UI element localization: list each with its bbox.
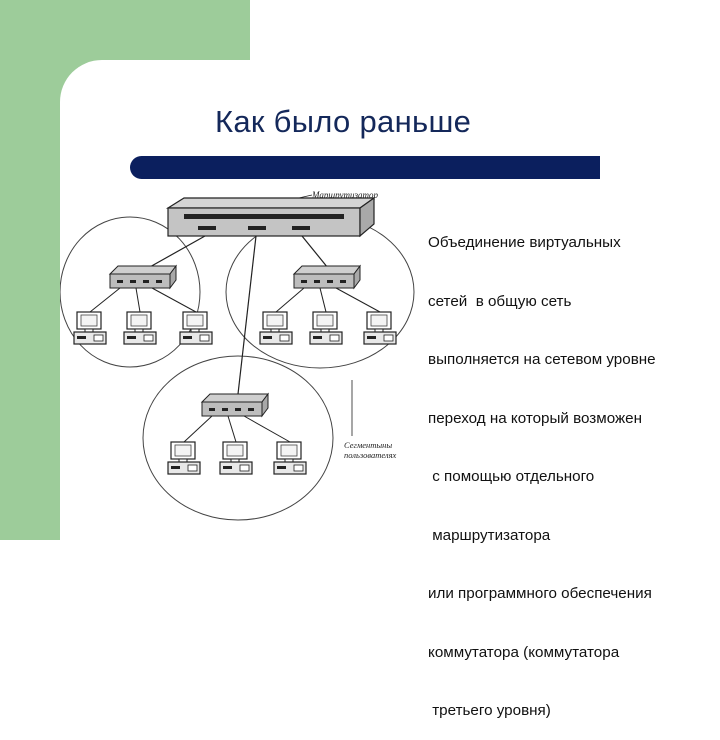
slide-body-text: Объединение виртуальных сетей в общую се… — [428, 194, 720, 740]
network-diagram: Маршрутизатор Сегментыны пользователях — [60, 190, 415, 521]
computer-icon — [179, 311, 213, 345]
router-icon — [165, 196, 376, 238]
body-line: маршрутизатора — [428, 526, 551, 544]
body-line: Объединение виртуальных — [428, 234, 621, 251]
segments-label-line1: Сегментыны — [344, 440, 392, 450]
body-line: переход на который возможен — [428, 409, 642, 427]
slide-title: Как было раньше — [215, 104, 472, 139]
body-line: третьего уровня) — [428, 702, 551, 719]
switch-icon — [201, 393, 269, 417]
body-line: коммутатора (коммутатора — [428, 643, 620, 661]
switch-icon — [293, 265, 361, 289]
segment-ellipse-right — [225, 215, 415, 369]
body-line: сетей в общую сеть — [428, 292, 572, 310]
title-underline-bar — [130, 156, 600, 179]
segment-ellipse-left — [60, 216, 201, 368]
content-panel — [60, 60, 720, 540]
body-line: или программного обеспечения — [428, 585, 652, 602]
computer-icon — [259, 311, 293, 345]
switch-icon — [109, 265, 177, 289]
segment-ellipse-bottom — [142, 355, 334, 521]
computer-icon — [123, 311, 157, 345]
computer-icon — [273, 441, 307, 475]
body-line: с помощью отдельного — [428, 468, 595, 485]
computer-icon — [309, 311, 343, 345]
computer-icon — [363, 311, 397, 345]
router-label: Маршрутизатор — [311, 190, 379, 200]
computer-icon — [167, 441, 201, 475]
computer-icon — [73, 311, 107, 345]
body-line: выполняется на сетевом уровне — [428, 351, 656, 368]
segments-label-line2: пользователях — [344, 450, 397, 460]
computer-icon — [219, 441, 253, 475]
